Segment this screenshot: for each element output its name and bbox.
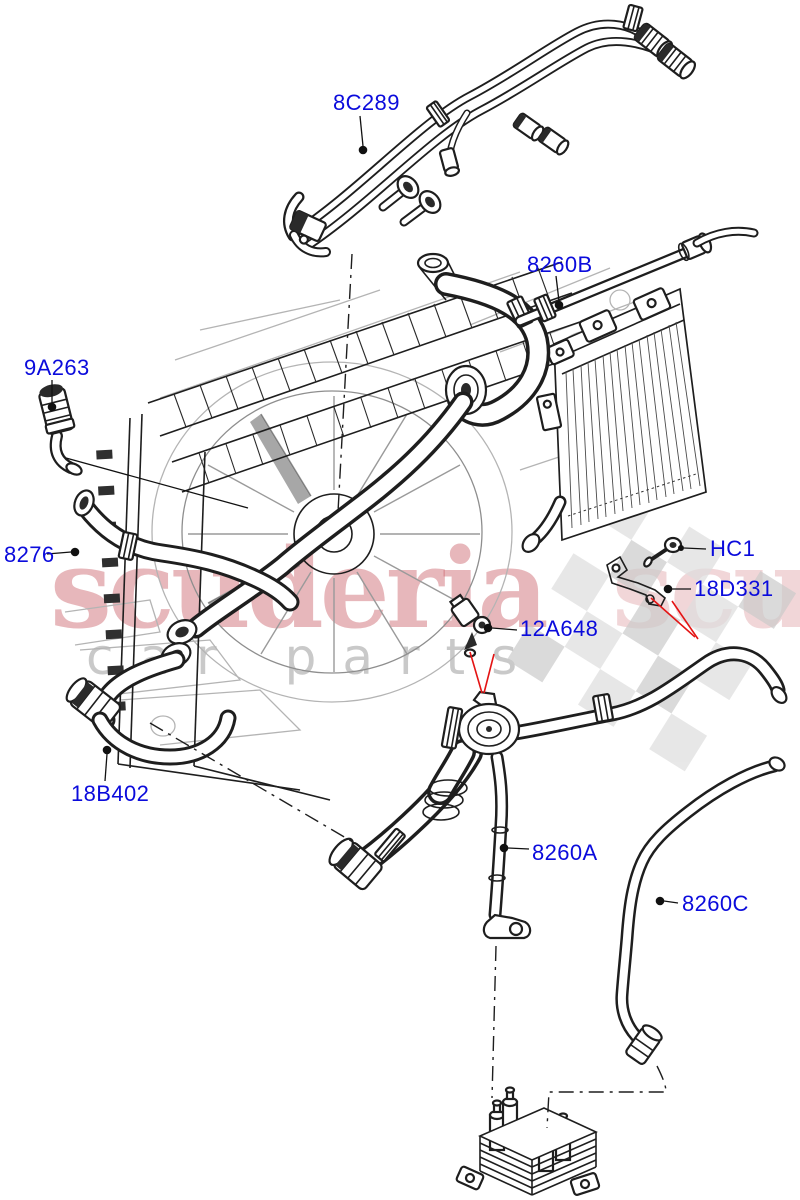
cooling-fan-drawing [151, 361, 513, 703]
bolt-hc1-drawing [643, 536, 683, 568]
hose-8260c-drawing [615, 756, 786, 1065]
bleed-hose-9a263-drawing [38, 384, 249, 509]
hose-assembly-8c289-drawing [282, 3, 697, 258]
locator-dash-lines [149, 253, 667, 1129]
auxiliary-radiator-drawing [521, 287, 707, 553]
thermostat-housing-drawing [422, 690, 521, 821]
bracket-18d331-drawing [606, 555, 667, 607]
radiator-hoses-drawing [38, 226, 759, 766]
oil-cooler-drawing [455, 1086, 601, 1196]
red-pointer-lines [469, 597, 699, 694]
label-leaders [46, 115, 707, 906]
sensor-12a648-drawing [448, 593, 492, 658]
hose-assembly-8260a-drawing [328, 646, 788, 940]
